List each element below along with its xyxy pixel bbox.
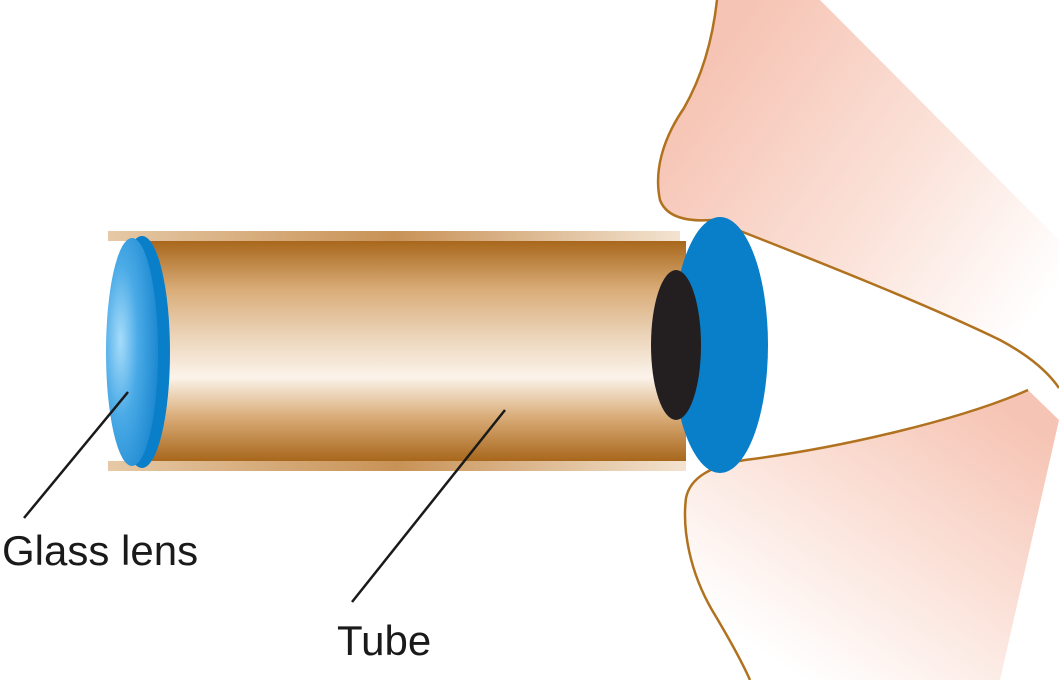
eye (651, 217, 768, 473)
iris (672, 217, 768, 473)
lens-label: Glass lens (2, 527, 198, 574)
tube-label: Tube (337, 617, 431, 664)
pupil (651, 270, 701, 420)
lower-eyelid (683, 388, 1059, 680)
upper-eyelid (656, 0, 1059, 389)
lens-leader-line (23, 391, 129, 519)
tube-top-rim (108, 231, 680, 241)
tube-bottom-rim (108, 461, 686, 471)
tube-body (150, 241, 686, 461)
glass-lens (106, 236, 170, 468)
tube-leader-line (351, 409, 506, 603)
